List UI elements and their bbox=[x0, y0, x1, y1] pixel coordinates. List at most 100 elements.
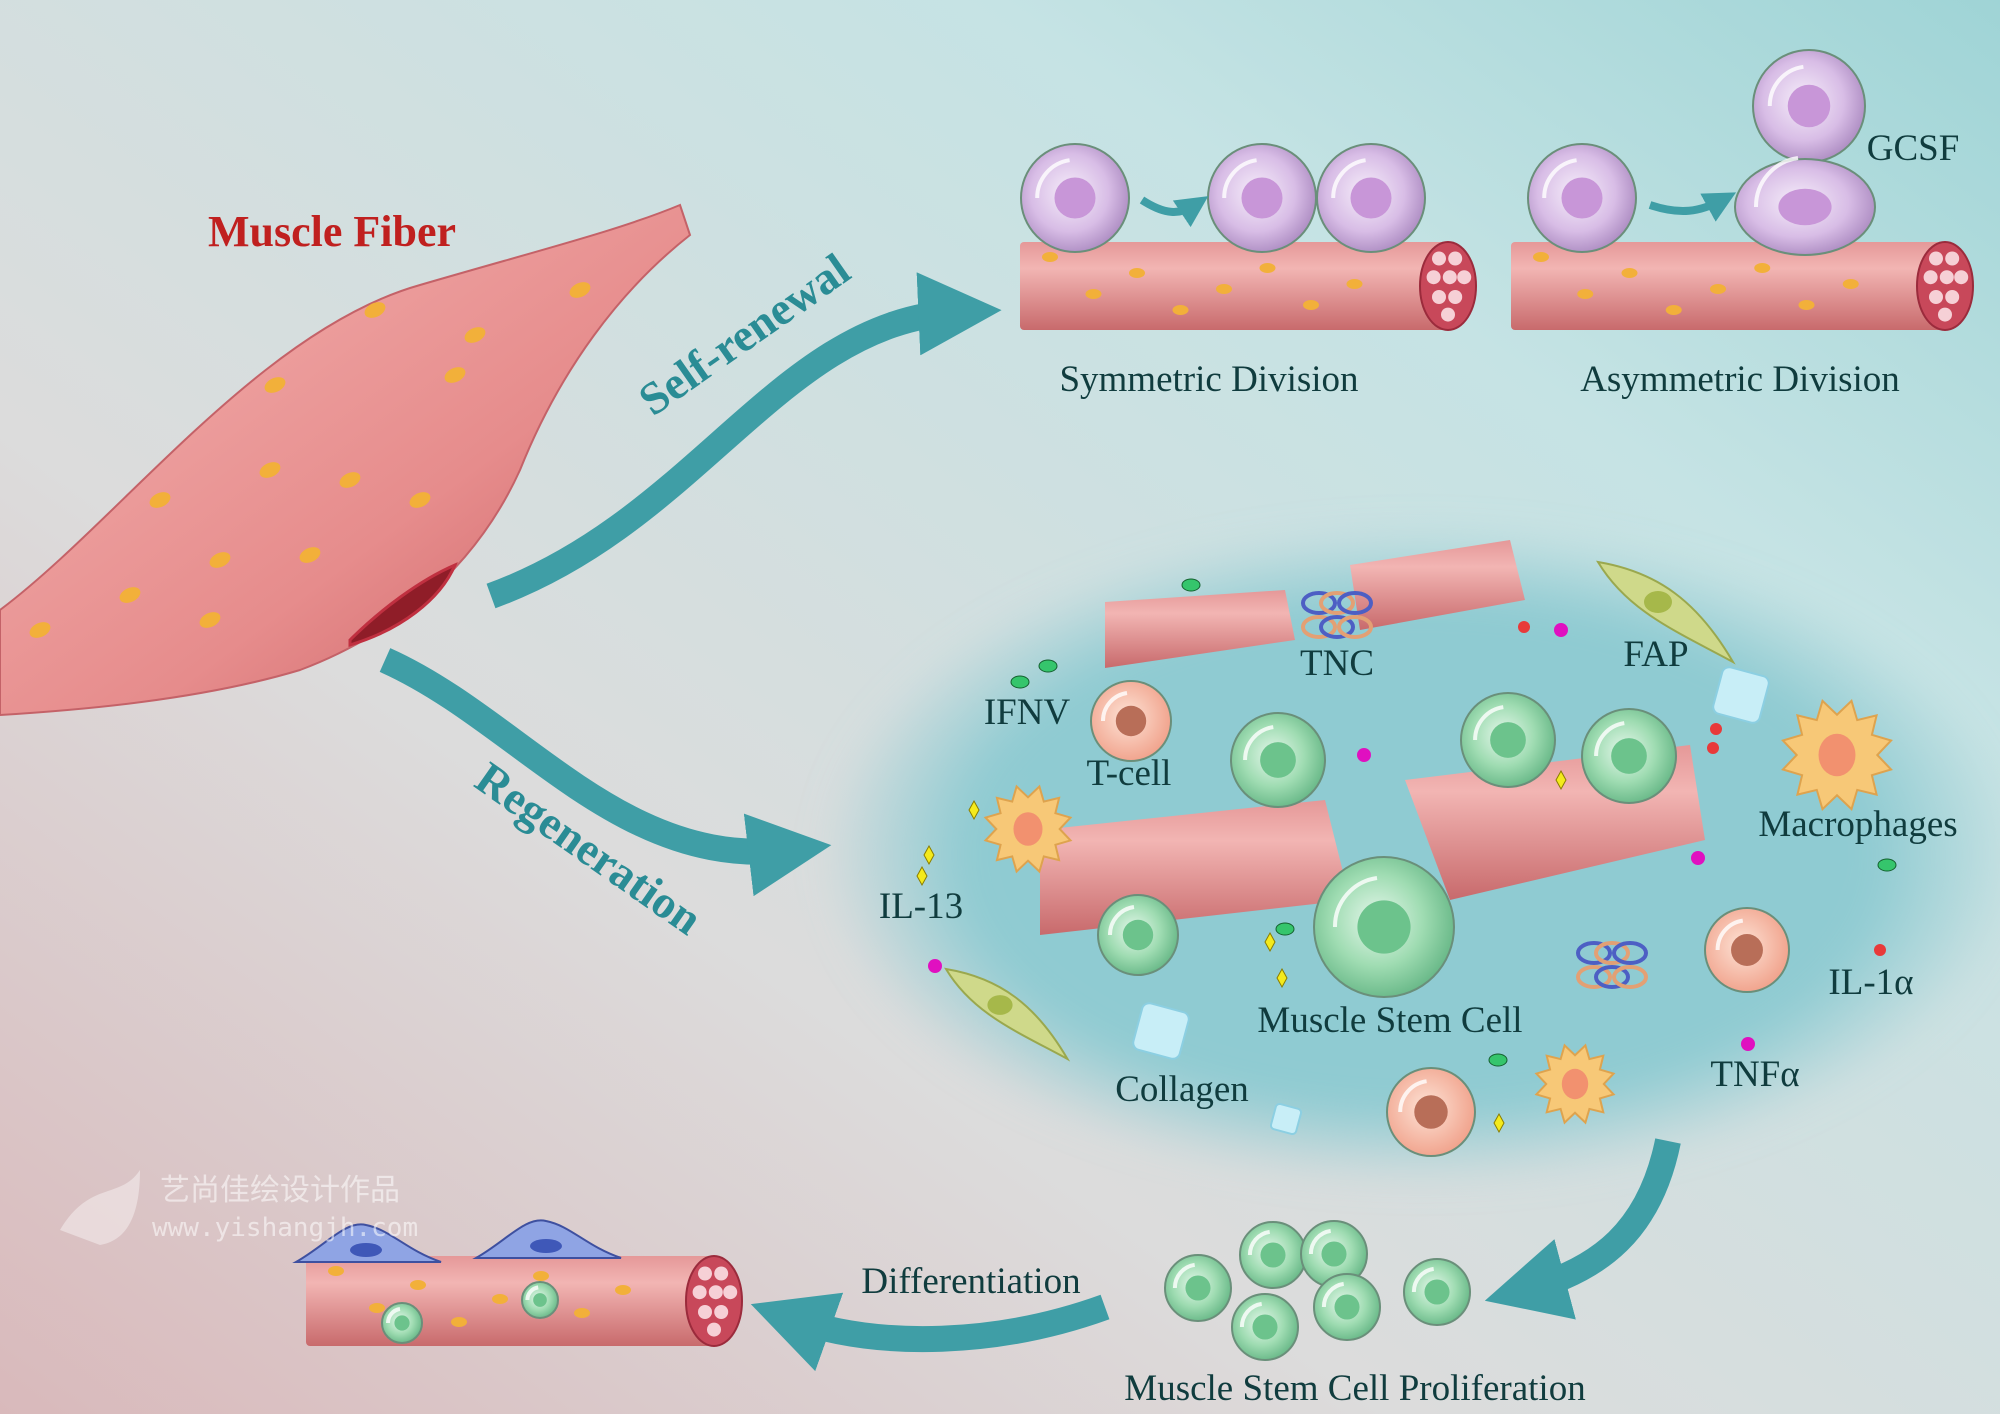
nucleus-spot bbox=[533, 1271, 549, 1281]
cell-highlight bbox=[1107, 905, 1135, 936]
blue-cell bbox=[292, 1223, 442, 1263]
cell-nucleus bbox=[1357, 900, 1411, 954]
muscle-stem-cell bbox=[1313, 1273, 1381, 1341]
il13-molecule bbox=[968, 799, 980, 821]
cell-nucleus bbox=[1241, 177, 1283, 219]
muscle-stem-cell bbox=[1230, 712, 1326, 808]
il1a-molecule bbox=[1710, 723, 1722, 735]
cell-nucleus bbox=[533, 1293, 547, 1307]
myofibril bbox=[1929, 290, 1943, 304]
nucleus-spot bbox=[1303, 300, 1319, 310]
nucleus-spot bbox=[1798, 300, 1815, 310]
nucleus-spot bbox=[574, 1308, 590, 1318]
muscle-fiber-illustration bbox=[0, 203, 692, 717]
cell-highlight bbox=[1243, 725, 1274, 761]
il13-label: IL-13 bbox=[879, 886, 963, 927]
cell-highlight bbox=[1321, 1281, 1345, 1308]
myofibril bbox=[1426, 270, 1441, 285]
ifnv-molecule bbox=[1010, 675, 1030, 689]
nucleus-spot bbox=[209, 552, 231, 568]
nucleus-spot bbox=[451, 1317, 467, 1327]
asymmetric-arrow bbox=[1648, 192, 1737, 222]
myofibril bbox=[1441, 307, 1455, 322]
ifnv-molecule bbox=[1877, 858, 1897, 872]
myofibril bbox=[1457, 270, 1472, 285]
nucleus-spot bbox=[328, 1266, 344, 1276]
cell-nucleus bbox=[1424, 1279, 1450, 1305]
muscle-stem-cell bbox=[1581, 708, 1677, 804]
nucleus-spot bbox=[119, 587, 141, 603]
muscle-stem-cell-label: Muscle Stem Cell bbox=[1257, 1000, 1522, 1041]
cell-nucleus bbox=[1054, 177, 1096, 219]
nucleus-spot bbox=[369, 1303, 385, 1313]
nucleus-spot bbox=[264, 377, 286, 393]
tnfa-label: TNFα bbox=[1710, 1054, 1799, 1095]
cell-nucleus bbox=[1260, 1242, 1286, 1268]
cell-highlight bbox=[1308, 1228, 1332, 1255]
symmetric-fiber bbox=[1020, 241, 1477, 331]
progenitor-cell bbox=[1020, 143, 1130, 253]
macrophage-nucleus bbox=[1013, 812, 1043, 846]
cell-highlight bbox=[1715, 918, 1744, 951]
nucleus-spot bbox=[1533, 252, 1549, 262]
cell-nucleus bbox=[1334, 1294, 1360, 1320]
collagen-cube bbox=[1269, 1102, 1303, 1136]
cell-nucleus bbox=[1252, 1314, 1278, 1340]
nucleus-spot bbox=[569, 282, 591, 298]
cell-nucleus bbox=[1321, 1241, 1347, 1267]
tnc-protein bbox=[1576, 941, 1648, 989]
myofibril bbox=[1945, 290, 1960, 304]
nucleus-spot bbox=[199, 612, 221, 628]
fap-nucleus bbox=[987, 995, 1013, 1015]
macrophage-nucleus bbox=[1561, 1068, 1589, 1100]
cell-nucleus bbox=[1414, 1095, 1448, 1129]
cell-highlight bbox=[1767, 64, 1804, 107]
fiber-body bbox=[306, 1256, 714, 1346]
il13-molecule bbox=[1493, 1112, 1505, 1134]
cell-highlight bbox=[385, 1307, 401, 1324]
muscle-stem-cell bbox=[1313, 856, 1455, 998]
nucleus-spot bbox=[1621, 268, 1638, 278]
nucleus-spot bbox=[1346, 279, 1363, 289]
cell-nucleus bbox=[1731, 934, 1763, 966]
cell-highlight bbox=[1753, 156, 1799, 208]
blue-cell-nucleus bbox=[530, 1239, 562, 1253]
nucleus-spot bbox=[1842, 279, 1859, 289]
nucleus-spot bbox=[464, 327, 486, 343]
myofibril bbox=[1442, 270, 1457, 285]
tnc-protein bbox=[1301, 591, 1373, 639]
cell-highlight bbox=[525, 1285, 539, 1301]
cell-nucleus bbox=[394, 1315, 410, 1331]
fiber-body bbox=[1511, 242, 1945, 330]
nucleus-spot bbox=[29, 622, 51, 638]
collagen-label: Collagen bbox=[1115, 1069, 1249, 1110]
t-cell bbox=[1386, 1067, 1476, 1157]
nucleus-spot bbox=[615, 1285, 631, 1295]
cell-highlight bbox=[1332, 876, 1378, 928]
cell-nucleus bbox=[1122, 919, 1154, 951]
myofibril bbox=[714, 1266, 729, 1281]
macrophage-nucleus bbox=[1818, 733, 1856, 777]
nucleus-spot bbox=[1085, 289, 1102, 299]
muscle-stem-cell bbox=[1164, 1254, 1232, 1322]
myofibril bbox=[1923, 270, 1938, 285]
cell-highlight bbox=[1473, 705, 1504, 741]
tnfa-molecule bbox=[1741, 1037, 1755, 1051]
gcsf-label: GCSF bbox=[1867, 128, 1960, 169]
macrophages-label: Macrophages bbox=[1758, 804, 1957, 845]
muscle-stem-cell bbox=[1300, 1220, 1368, 1288]
fiber-cross-section bbox=[685, 1255, 743, 1347]
cell-highlight bbox=[1398, 1079, 1427, 1113]
tnfa-molecule bbox=[1357, 748, 1371, 762]
differentiation-arrow bbox=[750, 1292, 1110, 1372]
il13-molecule bbox=[1264, 931, 1276, 953]
progenitor-cell bbox=[1207, 143, 1317, 253]
il1a-label: IL-1α bbox=[1828, 962, 1913, 1003]
injury-wound bbox=[348, 562, 458, 648]
ifnv-molecule bbox=[1275, 922, 1295, 936]
il1a-molecule bbox=[1707, 742, 1719, 754]
macrophage bbox=[983, 784, 1073, 874]
cell-nucleus bbox=[1185, 1275, 1211, 1301]
cell-nucleus bbox=[1778, 188, 1832, 226]
cell-nucleus bbox=[1561, 177, 1603, 219]
